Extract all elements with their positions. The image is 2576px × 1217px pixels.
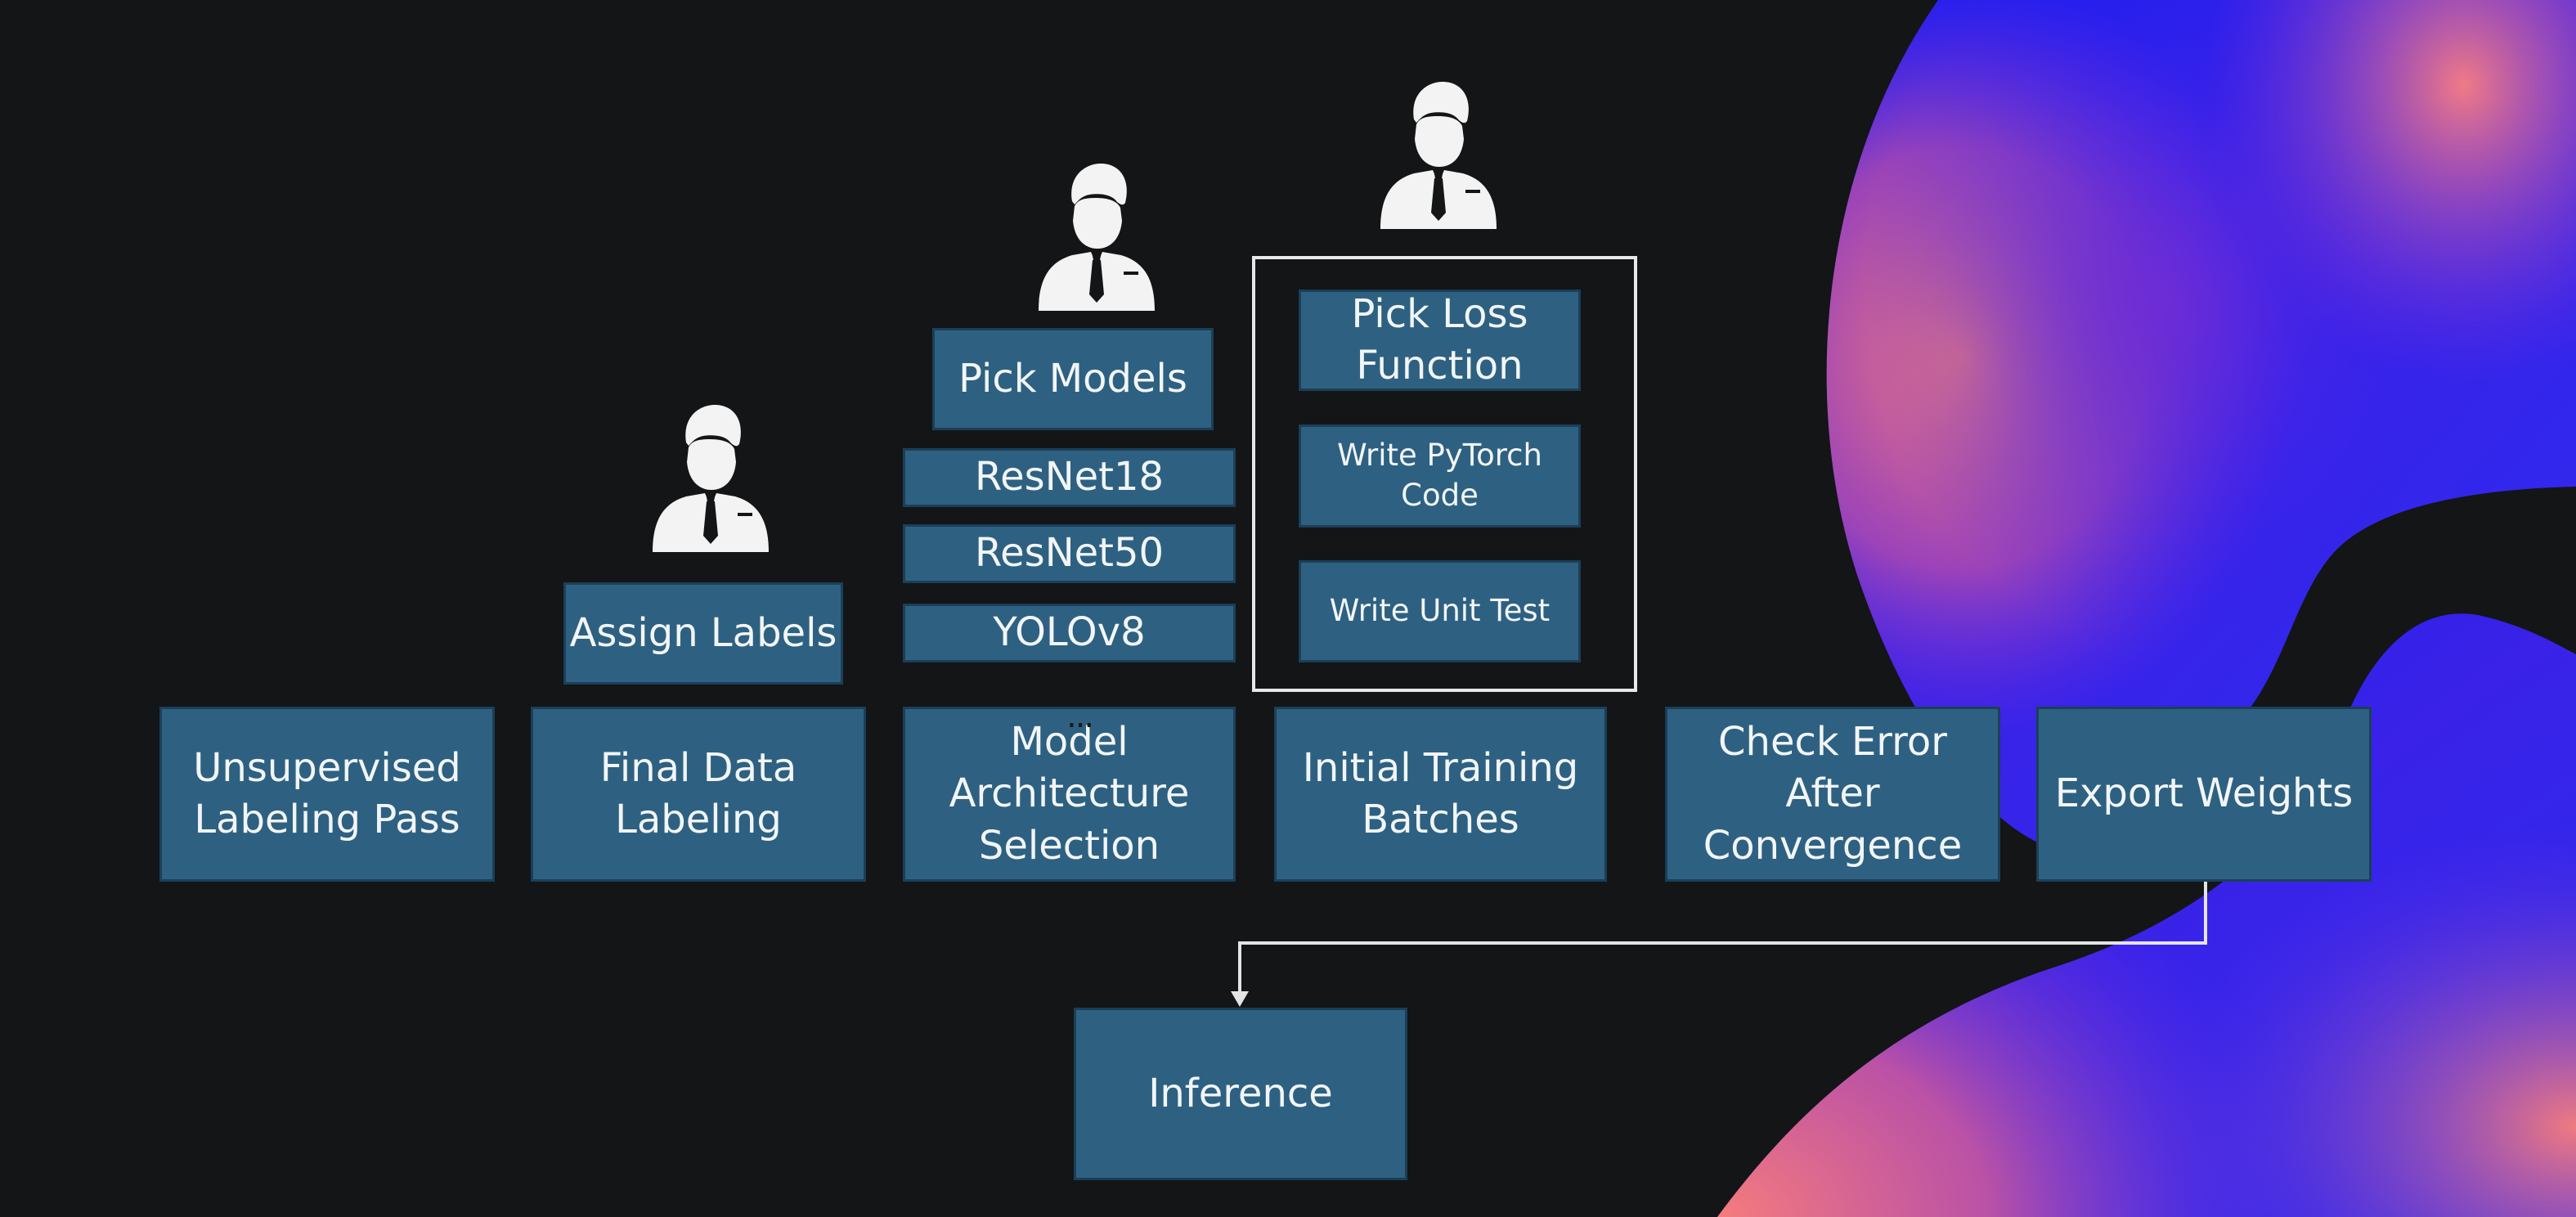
final-data-labeling-label: Final Data Labeling (599, 744, 797, 842)
write-pytorch-code-box: Write PyTorch Code (1299, 424, 1581, 528)
initial-training-batches-label: Initial Training Batches (1302, 744, 1579, 842)
person-in-suit-icon (653, 405, 769, 552)
model-architecture-selection-box: Model Architecture Selection (903, 707, 1236, 882)
unsupervised-labeling-pass-label: Unsupervised Labeling Pass (193, 744, 461, 842)
check-error-after-convergence-label: Check Error After Convergence (1703, 718, 1963, 869)
model-option-resnet50: ResNet50 (903, 524, 1236, 583)
write-pytorch-code-label: Write PyTorch Code (1337, 438, 1542, 513)
export-weights-box: Export Weights (2036, 707, 2372, 882)
pick-models-label: Pick Models (958, 355, 1187, 402)
model-architecture-selection-label: Model Architecture Selection (949, 718, 1190, 869)
inference-label: Inference (1148, 1070, 1333, 1116)
write-unit-test-label: Write Unit Test (1329, 593, 1551, 629)
assign-labels-box: Assign Labels (563, 582, 843, 685)
person-in-suit-icon (1039, 164, 1155, 311)
assign-labels-label: Assign Labels (569, 609, 837, 656)
unsupervised-labeling-pass-box: Unsupervised Labeling Pass (159, 707, 495, 882)
inference-box: Inference (1074, 1008, 1407, 1180)
model-option-label: ResNet50 (974, 530, 1165, 577)
pick-loss-function-box: Pick Loss Function (1299, 290, 1581, 391)
pick-models-box: Pick Models (932, 328, 1214, 430)
export-weights-label: Export Weights (2054, 770, 2354, 817)
initial-training-batches-box: Initial Training Batches (1274, 707, 1607, 882)
person-in-suit-icon (1380, 82, 1497, 229)
model-option-resnet18: ResNet18 (903, 448, 1236, 507)
model-option-label: ResNet18 (974, 454, 1165, 501)
model-option-label: YOLOv8 (993, 609, 1146, 656)
model-option-yolov8: YOLOv8 (903, 604, 1236, 662)
final-data-labeling-box: Final Data Labeling (531, 707, 866, 882)
check-error-after-convergence-box: Check Error After Convergence (1665, 707, 2000, 882)
pick-loss-function-label: Pick Loss Function (1351, 290, 1528, 388)
write-unit-test-box: Write Unit Test (1299, 560, 1581, 662)
more-models-indicator: ... (1066, 698, 1094, 735)
loss-function-group-frame (1252, 256, 1637, 692)
